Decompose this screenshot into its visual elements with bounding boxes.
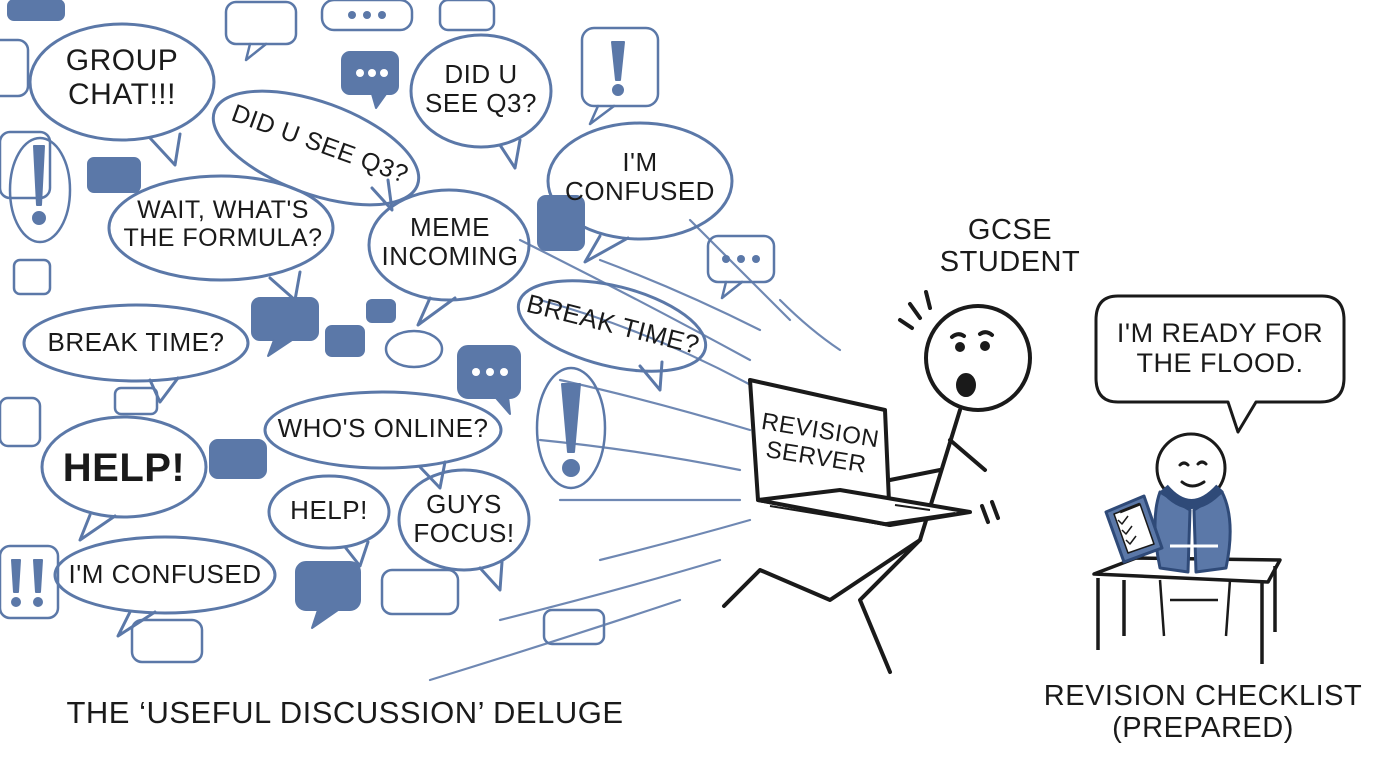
exclamation-outline xyxy=(8,136,607,490)
bubble-did-u-see-q3: DID U SEE Q3? xyxy=(425,59,537,119)
chat-bubble-icon xyxy=(367,188,531,327)
prepared-speech: I'M READY FOR THE FLOOD. xyxy=(1116,318,1324,379)
bubble-group-chat: GROUP CHAT!!! xyxy=(65,44,179,111)
bubble-im-confused-bottom: I'M CONFUSED xyxy=(68,559,262,589)
exclamation-icon xyxy=(11,41,625,607)
chat-bubble-icon xyxy=(397,468,531,592)
bubble-help-small: HELP! xyxy=(290,495,368,525)
chat-bubble-icon xyxy=(516,279,708,392)
chat-bubble-icon xyxy=(40,415,208,542)
ellipsis-icon xyxy=(356,69,508,376)
flood-lines xyxy=(428,218,842,682)
clipboard-icon xyxy=(1104,494,1164,564)
filled-chat-bubbles xyxy=(7,0,585,629)
bubble-meme-incoming: MEME INCOMING xyxy=(381,212,519,272)
speech-bubble-icon xyxy=(1094,294,1346,434)
bubble-help-large: HELP! xyxy=(62,446,186,490)
stick-figure-icon xyxy=(722,290,1032,674)
chat-bubble-icon xyxy=(28,22,216,167)
caption-right: REVISION CHECKLIST (PREPARED) xyxy=(1043,680,1363,745)
chat-bubble-icon xyxy=(0,0,776,664)
life-vest-icon xyxy=(1153,484,1232,574)
chat-bubble-icon xyxy=(409,33,553,170)
bubble-whos-online: WHO'S ONLINE? xyxy=(277,413,489,443)
caption-left: THE ‘USEFUL DISCUSSION’ DELUGE xyxy=(66,695,624,730)
bubble-guys-focus: GUYS FOCUS! xyxy=(413,489,515,549)
laptop-icon xyxy=(748,378,972,527)
bubble-im-confused-top: I'M CONFUSED xyxy=(565,147,715,207)
ellipsis-icon xyxy=(348,11,760,263)
chat-bubble-icon xyxy=(267,474,391,568)
bubble-break-time-left: BREAK TIME? xyxy=(47,327,225,357)
student-label: GCSE STUDENT xyxy=(939,214,1081,279)
chat-bubble-icon xyxy=(546,121,734,264)
chat-bubble-icon xyxy=(263,390,503,490)
bubble-wait-whats-the-formula: WAIT, WHAT'S THE FORMULA? xyxy=(123,196,323,252)
desk-icon xyxy=(1092,556,1282,664)
